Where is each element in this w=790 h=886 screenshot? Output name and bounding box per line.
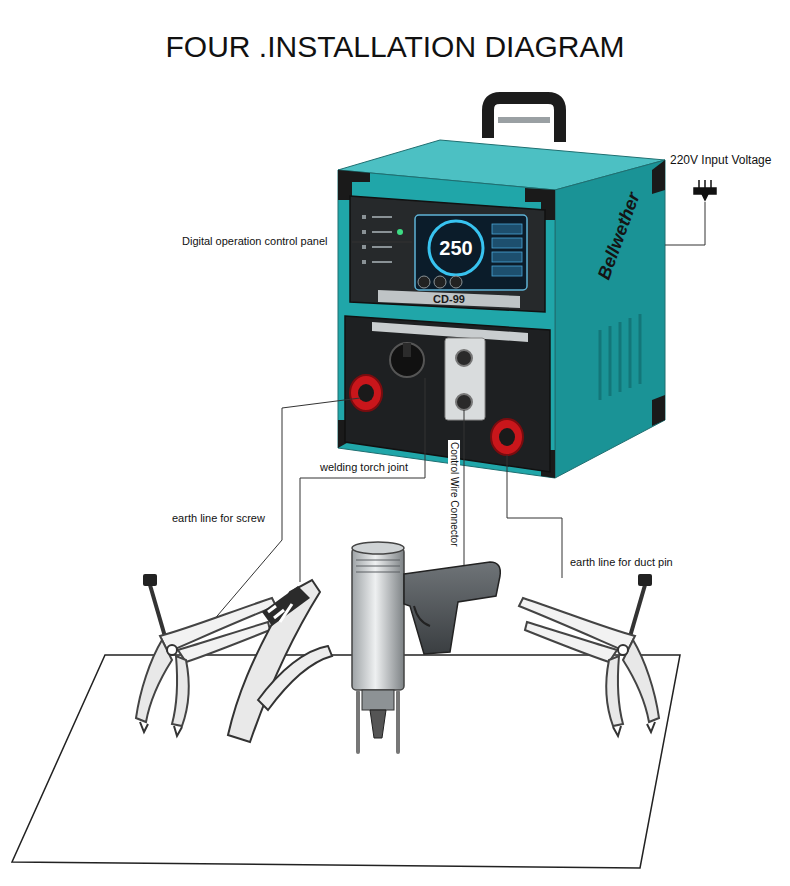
callout-label: earth line for screw xyxy=(170,512,267,525)
callout-label: 220V Input Voltage xyxy=(668,154,773,168)
table xyxy=(12,655,680,868)
ground-clamp xyxy=(228,580,332,742)
diagram-title: FOUR .INSTALLATION DIAGRAM xyxy=(166,30,625,65)
brand-logo: Bellwether xyxy=(594,190,645,283)
welding-machine xyxy=(338,98,665,478)
callout-label: earth line for duct pin xyxy=(568,556,675,569)
vise-grip-pliers xyxy=(519,574,659,736)
callout-label: Digital operation control panel xyxy=(180,235,330,248)
power-plug xyxy=(694,180,716,200)
stud-welding-gun xyxy=(352,542,500,752)
model-name: CD-99 xyxy=(433,293,465,306)
callout-label: Control Wire Connector xyxy=(449,440,461,548)
callout-label: welding torch joint xyxy=(318,461,410,474)
display-readout: 250 xyxy=(439,237,472,260)
leader-lines xyxy=(212,202,705,622)
